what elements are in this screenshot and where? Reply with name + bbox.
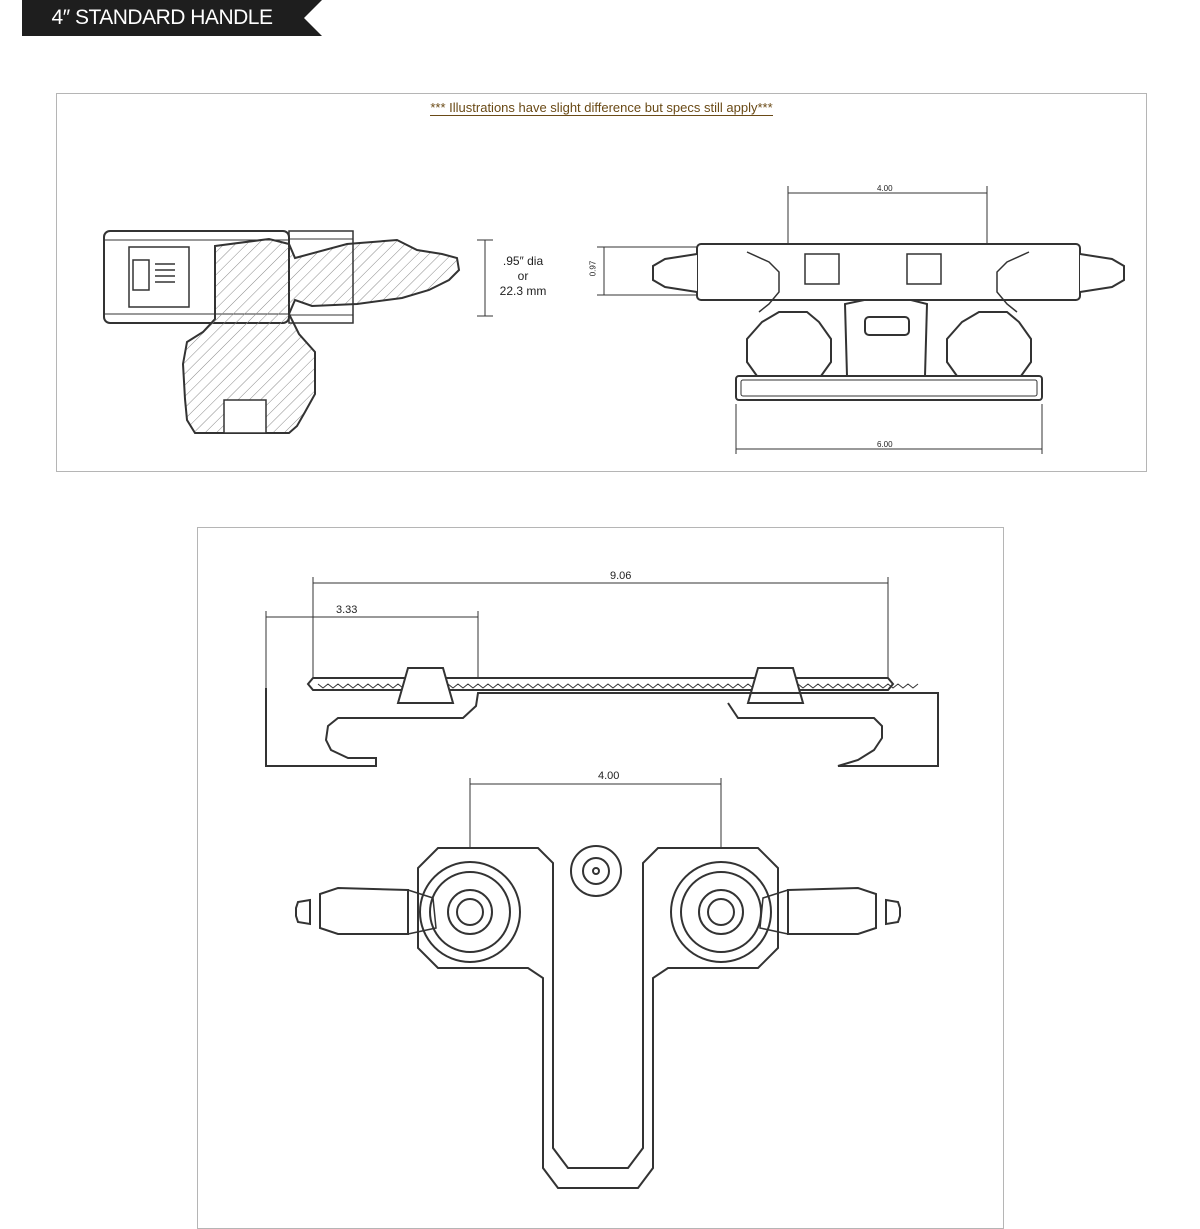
diameter-label: .95″ dia or 22.3 mm: [498, 254, 548, 299]
front-elevation-view: [597, 186, 1125, 454]
diameter-label-line1: .95″ dia: [502, 254, 544, 268]
front-height-label: 0.97: [588, 260, 598, 277]
bottom-drawings-svg: [265, 577, 939, 1189]
diameter-label-line2: or: [517, 269, 529, 283]
plan-center-spacing-label: 4.00: [598, 770, 620, 782]
title-banner: 4″ STANDARD HANDLE: [22, 0, 322, 36]
illustration-notice-text: *** Illustrations have slight difference…: [430, 100, 773, 116]
diameter-label-line3: 22.3 mm: [499, 284, 547, 298]
top-drawings-svg: [103, 186, 1125, 454]
title-banner-shape: [22, 0, 322, 36]
illustration-notice: *** Illustrations have slight difference…: [57, 100, 1146, 116]
front-base-width-label: 6.00: [877, 440, 893, 449]
bottom-drawing-panel: 9.06 3.33 4.00: [197, 527, 1004, 1229]
plan-view: [295, 778, 901, 1189]
side-section-view: [103, 230, 493, 434]
front-center-spacing-label: 4.00: [877, 184, 893, 193]
page-title: 4″ STANDARD HANDLE: [51, 6, 273, 29]
overall-length-label: 9.06: [610, 570, 632, 582]
rim-mount-view: [265, 577, 939, 767]
offset-label: 3.33: [336, 604, 358, 616]
top-drawing-panel: *** Illustrations have slight difference…: [56, 93, 1147, 472]
